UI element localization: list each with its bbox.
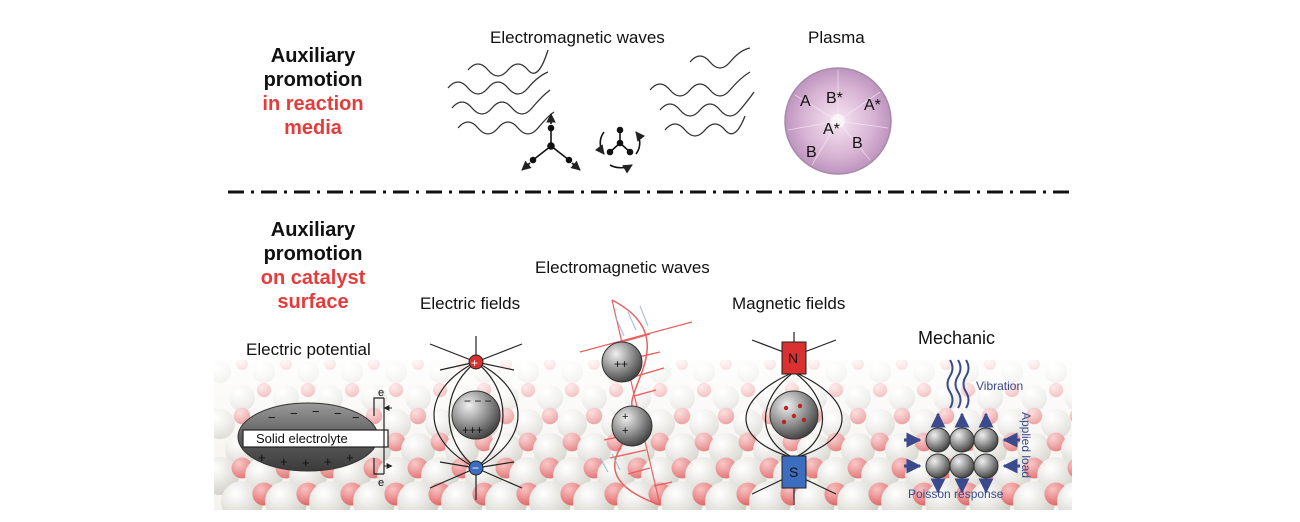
plasma-species: A [800, 93, 811, 110]
electron-symbol: e [378, 387, 384, 399]
svg-text:+: + [324, 454, 332, 469]
reaction-media-heading: Auxiliary promotion in reaction media [248, 44, 378, 140]
lattice-atom [1069, 410, 1072, 422]
em-wave-lines-right [649, 47, 755, 137]
top-em-waves-label: Electromagnetic waves [490, 28, 665, 47]
heading-line-highlight: media [284, 117, 342, 139]
magnetic-field-diagram: N S [745, 332, 843, 505]
svg-text:+: + [258, 450, 266, 465]
em-wave-lines-left [447, 49, 555, 135]
heading-line-highlight: on catalyst [260, 267, 366, 289]
svg-text:+: + [622, 425, 628, 437]
lattice-atom [1093, 383, 1107, 397]
svg-text:−: − [290, 406, 298, 421]
plasma-species: B [806, 144, 817, 161]
heading-line: Auxiliary [270, 219, 356, 241]
svg-text:+: + [471, 356, 478, 370]
plasma-species: B [852, 135, 863, 152]
electric-potential-label: Electric potential [246, 340, 371, 359]
svg-text:−: − [472, 461, 479, 475]
applied-load-label: Applied load [1019, 412, 1033, 478]
magnetic-fields-label: Magnetic fields [732, 294, 846, 313]
plasma-label: Plasma [808, 28, 865, 47]
plasma-species: A* [823, 121, 840, 138]
electric-fields-label: Electric fields [420, 294, 521, 313]
lattice-atom [1091, 433, 1110, 452]
svg-text:+: + [346, 450, 354, 465]
heading-line-highlight: in reaction [262, 93, 364, 115]
mechanic-label: Mechanic [918, 328, 996, 348]
catalyst-surface-heading: Auxiliary promotion on catalyst surface [246, 218, 380, 314]
poisson-response-label: Poisson response [908, 487, 1004, 501]
molecule-vibrating-icon [521, 113, 581, 171]
svg-text:− − −: − − − [464, 394, 492, 408]
molecule-rotating-icon [594, 126, 646, 174]
svg-text:+: + [302, 455, 310, 470]
lattice-atom [1088, 482, 1111, 505]
svg-text:+++: +++ [462, 423, 483, 437]
svg-text:+: + [280, 454, 288, 469]
plasma-species: A* [864, 97, 881, 114]
bottom-em-waves-label: Electromagnetic waves [535, 258, 710, 277]
south-pole-label: S [789, 464, 798, 480]
svg-text:−: − [334, 406, 342, 421]
svg-text:++: ++ [614, 357, 628, 371]
heading-line: promotion [263, 243, 363, 265]
heading-line-highlight: surface [277, 291, 349, 313]
electron-symbol: e [378, 477, 384, 489]
plasma-species: B* [826, 90, 843, 107]
heading-line: promotion [263, 69, 363, 91]
solid-electrolyte-label: Solid electrolyte [256, 431, 348, 446]
plasma-sphere: A B* A* A* B B [784, 67, 892, 175]
svg-text:−: − [312, 404, 320, 419]
electric-potential-device: Solid electrolyte −−− −− +++ ++ e e [237, 387, 393, 489]
mechanic-diagram: Vibration Applied load Poisson response [904, 359, 1033, 501]
svg-text:−: − [268, 410, 276, 425]
em-wave-surface-diagram: ++ + + [579, 299, 693, 506]
svg-text:+: + [622, 411, 628, 423]
svg-text:−: − [352, 410, 360, 425]
north-pole-label: N [788, 350, 798, 366]
electric-field-diagram: + − − − − +++ [429, 336, 523, 500]
lattice-atom [1071, 363, 1072, 365]
vibration-label: Vibration [976, 379, 1023, 393]
heading-line: Auxiliary [270, 45, 356, 67]
